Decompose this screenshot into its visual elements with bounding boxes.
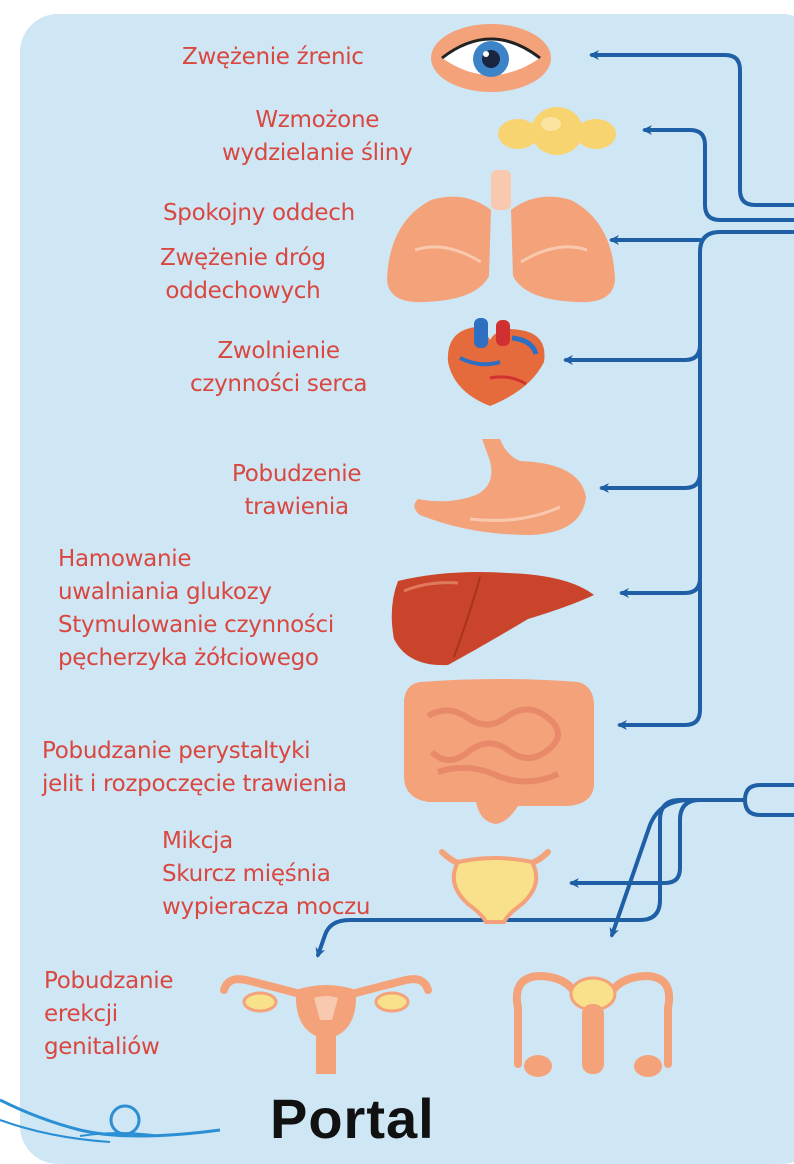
label-saliva: Wzmożone wydzielanie śliny xyxy=(222,104,412,170)
label-intestine-line-1: Pobudzanie perystaltyki xyxy=(42,735,347,768)
label-liver-line-4: pęcherzyka żółciowego xyxy=(58,642,334,675)
label-intestine: Pobudzanie perystaltyki jelit i rozpoczę… xyxy=(42,735,347,801)
label-liver: Hamowanie uwalniania glukozy Stymulowani… xyxy=(58,543,334,675)
label-heart-line-2: czynności serca xyxy=(190,368,367,401)
label-bladder-line-1: Mikcja xyxy=(162,825,370,858)
intestine-icon xyxy=(398,676,598,826)
label-genital-line-1: Pobudzanie xyxy=(44,965,173,998)
male-reproductive-icon xyxy=(508,968,678,1080)
female-reproductive-icon xyxy=(218,970,434,1080)
stomach-icon xyxy=(410,437,590,537)
label-genital: Pobudzanie erekcji genitaliów xyxy=(44,965,173,1064)
liver-icon xyxy=(388,567,596,669)
label-pupil-line-1: Zwężenie źrenic xyxy=(182,41,364,74)
label-saliva-line-1: Wzmożone xyxy=(222,104,412,137)
label-genital-line-2: erekcji xyxy=(44,998,173,1031)
label-bladder: Mikcja Skurcz mięśnia wypieracza moczu xyxy=(162,825,370,924)
label-bladder-line-3: wypieracza moczu xyxy=(162,891,370,924)
lungs-icon xyxy=(385,170,617,310)
label-intestine-line-2: jelit i rozpoczęcie trawienia xyxy=(42,768,347,801)
label-saliva-line-2: wydzielanie śliny xyxy=(222,137,412,170)
label-airways-line-2: oddechowych xyxy=(160,275,326,308)
eye-icon xyxy=(428,22,554,94)
label-liver-line-2: uwalniania glukozy xyxy=(58,576,334,609)
heart-icon xyxy=(440,318,552,408)
label-heart: Zwolnienie czynności serca xyxy=(190,335,367,401)
portal-logo-figure-icon xyxy=(0,1080,270,1145)
portal-logo-text: Portal xyxy=(270,1086,435,1151)
label-pupil: Zwężenie źrenic xyxy=(182,41,364,74)
label-airways: Zwężenie dróg oddechowych xyxy=(160,242,326,308)
label-genital-line-3: genitaliów xyxy=(44,1031,173,1064)
label-airways-line-1: Zwężenie dróg xyxy=(160,242,326,275)
label-breath-line-1: Spokojny oddech xyxy=(163,197,355,230)
label-liver-line-1: Hamowanie xyxy=(58,543,334,576)
salivary-gland-icon xyxy=(496,104,618,160)
label-breath: Spokojny oddech xyxy=(163,197,355,230)
label-digestion-line-2: trawienia xyxy=(232,491,361,524)
label-digestion-line-1: Pobudzenie xyxy=(232,458,361,491)
label-liver-line-3: Stymulowanie czynności xyxy=(58,609,334,642)
label-heart-line-1: Zwolnienie xyxy=(190,335,367,368)
label-digestion: Pobudzenie trawienia xyxy=(232,458,361,524)
label-bladder-line-2: Skurcz mięśnia xyxy=(162,858,370,891)
bladder-icon xyxy=(438,844,552,926)
